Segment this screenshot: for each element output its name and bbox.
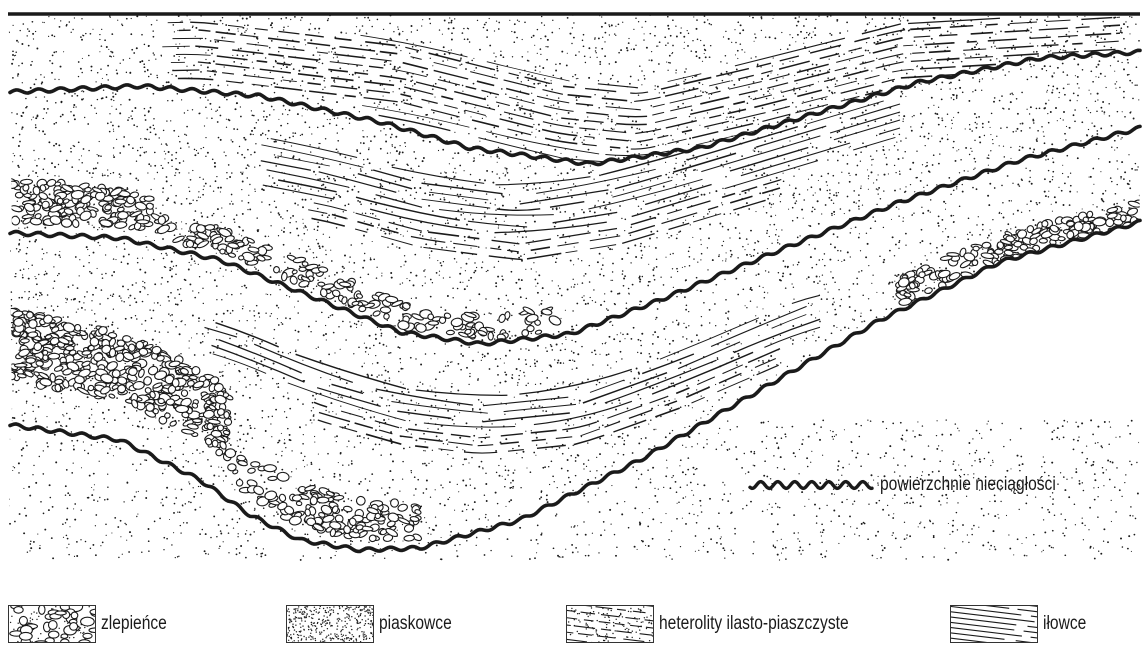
sandstone-pattern-icon bbox=[286, 605, 374, 643]
legend-item-conglomerate: zlepieńce bbox=[8, 604, 181, 644]
legend-item-sandstone: piaskowce bbox=[286, 604, 468, 644]
legend-label-conglomerate: zlepieńce bbox=[101, 613, 167, 635]
conglomerate-pattern-icon bbox=[8, 605, 96, 643]
legend-label-heterolith: heterolity ilasto-piaszczyste bbox=[659, 613, 849, 635]
discontinuity-annotation: powierzchnie nieciągłości bbox=[748, 474, 1094, 496]
legend-label-mudstone: iłowce bbox=[1043, 613, 1086, 635]
legend-item-heterolith: heterolity ilasto-piaszczyste bbox=[566, 604, 890, 644]
wavy-line-icon bbox=[748, 475, 874, 495]
discontinuity-label: powierzchnie nieciągłości bbox=[880, 474, 1056, 496]
legend-item-mudstone: iłowce bbox=[950, 604, 1096, 644]
mudstone-pattern-icon bbox=[950, 605, 1038, 643]
heterolith-pattern-icon bbox=[566, 605, 654, 643]
legend-label-sandstone: piaskowce bbox=[379, 613, 452, 635]
